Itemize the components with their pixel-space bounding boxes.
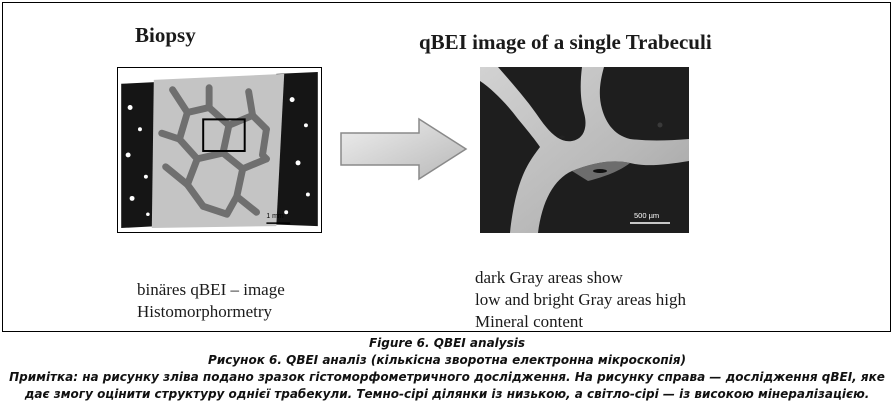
qbei-trabecula-image: 500 µm (480, 67, 689, 233)
figure-label-ua: Рисунок 6. QBEI аналіз (кількісна зворот… (208, 353, 686, 367)
figure-caption: Figure 6. QBEI analysis Рисунок 6. QBEI … (0, 335, 894, 403)
figure-note-line1: Примітка: на рисунку зліва подано зразок… (9, 370, 885, 384)
biopsy-caption: binäres qBEI – image Histomorphormetry (137, 279, 285, 323)
biopsy-title: Biopsy (135, 23, 196, 47)
biopsy-caption-line: Histomorphormetry (137, 302, 273, 321)
qbei-title: qBEI image of a single Trabeculi (419, 30, 712, 54)
qbei-caption-line: dark Gray areas show (475, 268, 623, 287)
figure-frame: Biopsy qBEI image of a single Trabeculi (2, 2, 891, 332)
qbei-scale-label: 500 µm (634, 211, 659, 220)
biopsy-binary-image: 1 mm (117, 67, 322, 233)
qbei-caption-line: Mineral content (475, 312, 584, 331)
right-arrow-icon (340, 117, 468, 181)
biopsy-scale-label: 1 mm (266, 213, 284, 220)
figure-label-en: Figure 6. QBEI analysis (368, 336, 526, 350)
qbei-caption: dark Gray areas show low and bright Gray… (475, 267, 686, 333)
figure-note-line2: дає змогу оцінити структуру однієї трабе… (24, 387, 870, 401)
qbei-caption-line: low and bright Gray areas high (475, 290, 687, 309)
biopsy-caption-line: binäres qBEI – image (137, 280, 285, 299)
